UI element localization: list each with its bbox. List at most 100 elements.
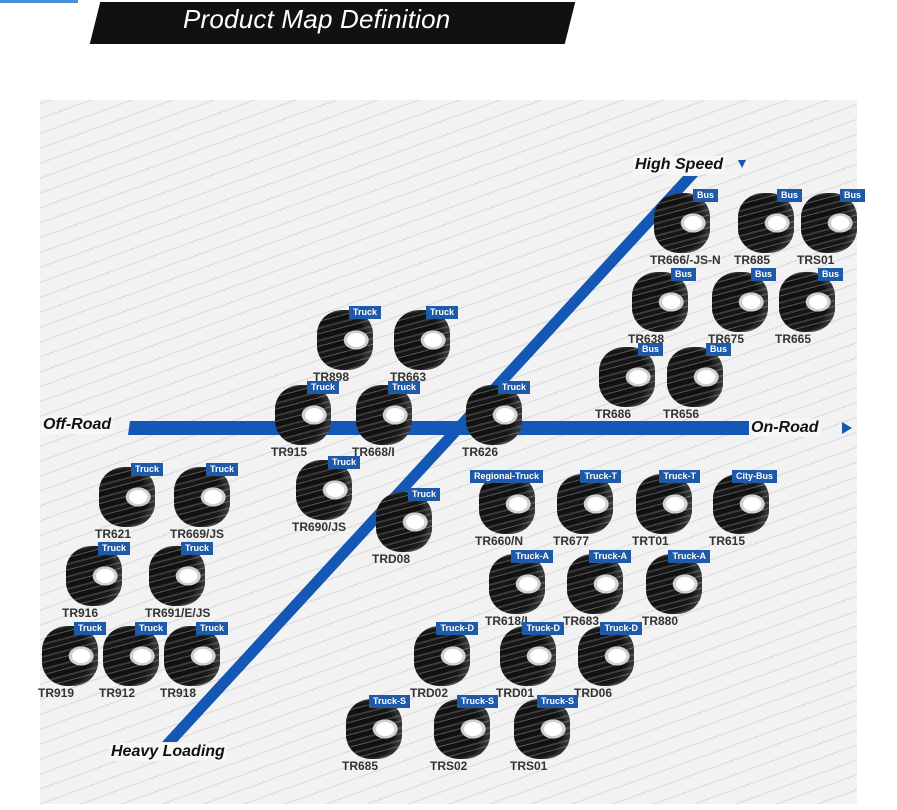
tire-category-badge: Truck bbox=[205, 463, 238, 476]
tire-icon bbox=[376, 492, 432, 552]
tire-category-badge: Bus bbox=[750, 268, 776, 281]
tire-icon bbox=[667, 347, 723, 407]
tire-category-badge: Truck-S bbox=[536, 695, 578, 708]
tire-model-label: TR621 bbox=[95, 527, 132, 541]
tire-icon bbox=[275, 385, 331, 445]
tire-icon bbox=[466, 385, 522, 445]
tire-category-badge: Truck-T bbox=[659, 470, 700, 483]
tire-icon bbox=[578, 626, 634, 686]
tire-model-label: TRS01 bbox=[797, 253, 835, 267]
tire-model-label: TR691/E/JS bbox=[145, 606, 211, 620]
axis-high-speed-arrowhead bbox=[738, 160, 746, 168]
tire-icon bbox=[479, 474, 535, 534]
tire-category-badge: Truck-A bbox=[511, 550, 553, 563]
tire-category-badge: City-Bus bbox=[731, 470, 777, 483]
tire-icon bbox=[346, 699, 402, 759]
tire-category-badge: Truck bbox=[306, 381, 339, 394]
tire-category-badge: Bus bbox=[776, 189, 802, 202]
tire-model-label: TR685 bbox=[342, 759, 379, 773]
tire-icon bbox=[646, 554, 702, 614]
tire-icon bbox=[317, 310, 373, 370]
tire-icon bbox=[99, 467, 155, 527]
tire-model-label: TR656 bbox=[663, 407, 700, 421]
tire-model-label: TR660/N bbox=[475, 534, 524, 548]
tire-model-label: TR912 bbox=[99, 686, 136, 700]
tire-model-label: TR618/I bbox=[485, 614, 528, 628]
tire-category-badge: Truck bbox=[195, 622, 228, 635]
tire-model-label: TR665 bbox=[775, 332, 812, 346]
axis-label-off-road: Off-Road bbox=[41, 416, 114, 434]
tire-category-badge: Truck-S bbox=[368, 695, 410, 708]
tire-model-label: TR915 bbox=[271, 445, 308, 459]
tire-model-label: TR669/JS bbox=[170, 527, 225, 541]
tire-icon bbox=[514, 699, 570, 759]
tire-icon bbox=[149, 546, 205, 606]
tire-icon bbox=[599, 347, 655, 407]
tire-category-badge: Truck bbox=[73, 622, 106, 635]
tire-category-badge: Truck bbox=[425, 306, 458, 319]
tire-icon bbox=[414, 626, 470, 686]
tire-card[interactable]: Truck-A TR618/I bbox=[485, 550, 555, 632]
tire-icon bbox=[174, 467, 230, 527]
tire-category-badge: Bus bbox=[705, 343, 731, 356]
tire-model-label: TRS02 bbox=[430, 759, 468, 773]
tire-icon bbox=[66, 546, 122, 606]
tire-card[interactable]: Truck-S TRS02 bbox=[430, 695, 500, 777]
axis-label-on-road: On-Road bbox=[749, 419, 821, 437]
axis-heavy-loading-to-high-speed bbox=[162, 176, 698, 742]
tire-model-label: TR916 bbox=[62, 606, 99, 620]
corner-accent bbox=[0, 0, 78, 3]
tire-icon bbox=[394, 310, 450, 370]
tire-card[interactable]: Truck-S TR685 bbox=[342, 695, 412, 777]
tire-category-badge: Bus bbox=[637, 343, 663, 356]
tire-icon bbox=[779, 272, 835, 332]
tire-model-label: TR666/-JS-N bbox=[650, 253, 721, 267]
axis-on-road-arrowhead bbox=[842, 422, 852, 434]
tire-icon bbox=[738, 193, 794, 253]
tire-category-badge: Truck bbox=[130, 463, 163, 476]
tire-model-label: TR683 bbox=[563, 614, 600, 628]
tire-model-label: TRD01 bbox=[496, 686, 535, 700]
tire-icon bbox=[632, 272, 688, 332]
tire-category-badge: Truck bbox=[134, 622, 167, 635]
product-map-background bbox=[40, 100, 857, 804]
tire-category-badge: Truck bbox=[348, 306, 381, 319]
tire-category-badge: Bus bbox=[692, 189, 718, 202]
tire-model-label: TR918 bbox=[160, 686, 197, 700]
tire-icon bbox=[567, 554, 623, 614]
tire-category-badge: Truck-S bbox=[456, 695, 498, 708]
tire-model-label: TRD06 bbox=[574, 686, 613, 700]
